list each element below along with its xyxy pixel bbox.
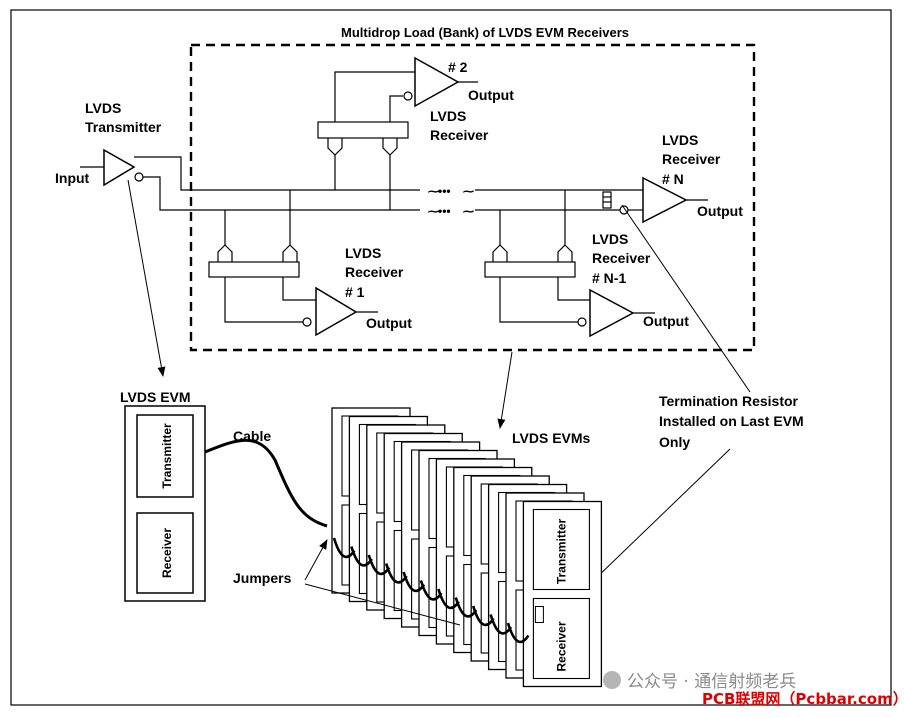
- jumper-pointers: [304, 539, 461, 626]
- termination-note-1: Termination Resistor: [659, 393, 799, 409]
- front-evm-receiver: Receiver: [554, 621, 568, 671]
- wechat-icon: [603, 670, 621, 689]
- front-evm-transmitter: Transmitter: [554, 518, 568, 584]
- receiver-2-output: Output: [468, 87, 514, 103]
- transmitter-label-2: Transmitter: [85, 119, 162, 135]
- transmitter-label-1: LVDS: [85, 100, 121, 116]
- receiver-2-sublabel-1: LVDS: [430, 108, 466, 124]
- receiver-n-label-3: # N: [662, 171, 684, 187]
- receiver-n-1: [484, 190, 655, 338]
- receiver-n-label-1: LVDS: [662, 132, 698, 148]
- termination-note-3: Only: [659, 434, 690, 450]
- evm-board: [522, 500, 603, 688]
- differential-bus: [134, 156, 625, 211]
- receiver-1-label-1: LVDS: [345, 245, 381, 261]
- bus-break-bottom: ⁓: [428, 206, 439, 218]
- receiver-n: [602, 176, 708, 224]
- outer-frame: [10, 9, 892, 706]
- evm-termination-resistor: [534, 606, 544, 623]
- termination-resistor: [602, 191, 612, 209]
- receiver-n-1-label-3: # N-1: [592, 270, 626, 286]
- ellipsis-bottom: •••: [438, 204, 451, 218]
- receiver-n-1-output: Output: [643, 313, 689, 329]
- jumper-wire: [506, 622, 530, 644]
- receiver-2-sublabel-2: Receiver: [430, 127, 489, 143]
- input-label: Input: [55, 170, 90, 186]
- bank-title: Multidrop Load (Bank) of LVDS EVM Receiv…: [341, 25, 629, 40]
- evms-label: LVDS EVMs: [512, 430, 591, 446]
- termination-note-2: Installed on Last EVM: [659, 413, 804, 429]
- receiver-1-label-3: # 1: [345, 284, 365, 300]
- receiver-n-1-label-1: LVDS: [592, 231, 628, 247]
- watermark-site: PCB联盟网（Pcbbar.com）: [702, 690, 904, 708]
- receiver-1-label-2: Receiver: [345, 264, 404, 280]
- receiver-n-1-label-2: Receiver: [592, 250, 651, 266]
- watermark-account: 公众号 · 通信射频老兵: [603, 667, 796, 692]
- jumpers-label: Jumpers: [233, 570, 292, 586]
- receiver-n-label-2: Receiver: [662, 151, 721, 167]
- watermark-line-1: 公众号 · 通信射频老兵: [627, 672, 797, 692]
- ellipsis-top: •••: [438, 184, 451, 198]
- bank-box: [189, 43, 756, 352]
- receiver-2: [317, 56, 478, 210]
- evm-label: LVDS EVM: [120, 389, 191, 405]
- svg-text:⁓: ⁓: [463, 186, 474, 198]
- lvds-evm-single: [124, 405, 206, 602]
- transmitter-triangle: [103, 148, 136, 187]
- bus-break-top: ⁓: [428, 186, 439, 198]
- evm-receiver-label: Receiver: [160, 528, 174, 578]
- cable: [204, 438, 328, 528]
- cable-label: Cable: [233, 428, 271, 444]
- svg-text:⁓: ⁓: [463, 206, 474, 218]
- lvds-transmitter: LVDS Transmitter Input: [55, 100, 162, 187]
- transmitter-inverting-circle: [134, 172, 144, 182]
- evm-transmitter-label: Transmitter: [160, 423, 174, 489]
- receiver-1: [208, 190, 378, 337]
- receiver-1-output: Output: [366, 315, 412, 331]
- receiver-2-label: # 2: [448, 59, 468, 75]
- receiver-n-output: Output: [697, 203, 743, 219]
